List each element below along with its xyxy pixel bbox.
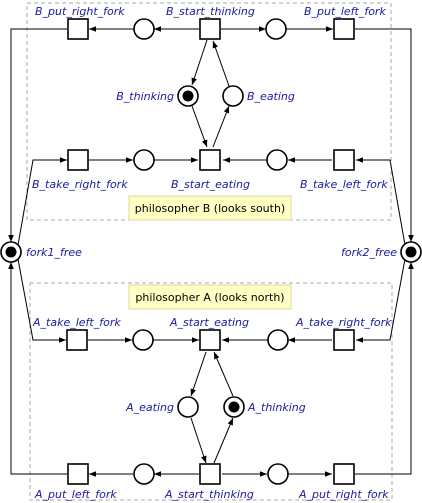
transition-a-start-eating[interactable] [199,329,221,351]
tokens [5,90,417,413]
label-b-eating: B_eating [247,90,295,103]
philosopher-b-note-text: philosopher B (looks south) [135,202,285,215]
arcs-forks [8,28,414,475]
transition-b-start-thinking[interactable] [199,18,221,40]
label-a-put-left-fork: A_put_left_fork [34,488,117,501]
label-b-take-right-fork: B_take_right_fork [32,178,128,191]
transition-a-take-left-fork[interactable] [66,329,88,351]
place-a-put-right-pre[interactable] [267,463,289,485]
label-fork2-free: fork2_free [341,246,397,259]
label-b-thinking: B_thinking [116,90,174,103]
philosopher-a-note: philosopher A (looks north) [128,284,292,310]
transition-b-take-right-fork[interactable] [67,149,89,171]
label-a-take-left-fork: A_take_left_fork [32,316,121,329]
transition-b-take-left-fork[interactable] [333,149,355,171]
transition-b-start-eating[interactable] [199,149,221,171]
philosopher-a-boundary [29,282,393,501]
label-a-start-eating: A_start_eating [169,316,249,329]
transition-a-start-thinking[interactable] [199,463,221,485]
place-b-take-right-post[interactable] [133,149,155,171]
label-a-take-right-fork: A_take_right_fork [295,316,392,329]
transitions [66,18,355,485]
transition-a-put-right-fork[interactable] [333,463,355,485]
label-a-eating: A_eating [125,401,174,414]
place-b-eating[interactable] [222,85,244,107]
transition-a-put-left-fork[interactable] [67,463,89,485]
places [0,18,422,485]
labels: B_put_right_fork B_start_thinking B_put_… [26,5,397,501]
place-a-take-left-post[interactable] [132,329,154,351]
transition-b-put-left-fork[interactable] [333,18,355,40]
label-a-start-thinking: A_start_thinking [164,488,254,501]
arcs-a [88,337,332,477]
transition-a-take-right-fork[interactable] [333,329,355,351]
philosopher-a-note-text: philosopher A (looks north) [135,291,284,304]
place-a-eating[interactable] [177,396,199,418]
label-b-start-eating: B_start_eating [171,178,250,191]
transition-b-put-right-fork[interactable] [67,18,89,40]
label-b-put-right-fork: B_put_right_fork [35,5,125,18]
token-fork2-free [405,246,417,258]
place-b-take-left-post[interactable] [266,149,288,171]
arcs-b [89,26,333,163]
place-b-put-left-pre[interactable] [265,18,287,40]
place-a-take-right-post[interactable] [267,329,289,351]
philosopher-b-note: philosopher B (looks south) [128,195,292,221]
token-a-thinking [228,401,240,413]
label-a-thinking: A_thinking [247,401,306,414]
label-b-put-left-fork: B_put_left_fork [304,5,386,18]
token-b-thinking [182,90,194,102]
label-b-take-left-fork: B_take_left_fork [300,178,388,191]
label-a-put-right-fork: A_put_right_fork [298,488,389,501]
place-a-put-left-pre[interactable] [133,463,155,485]
place-b-put-right-pre[interactable] [133,18,155,40]
label-b-start-thinking: B_start_thinking [166,5,255,18]
token-fork1-free [5,246,17,258]
label-fork1-free: fork1_free [26,246,82,259]
